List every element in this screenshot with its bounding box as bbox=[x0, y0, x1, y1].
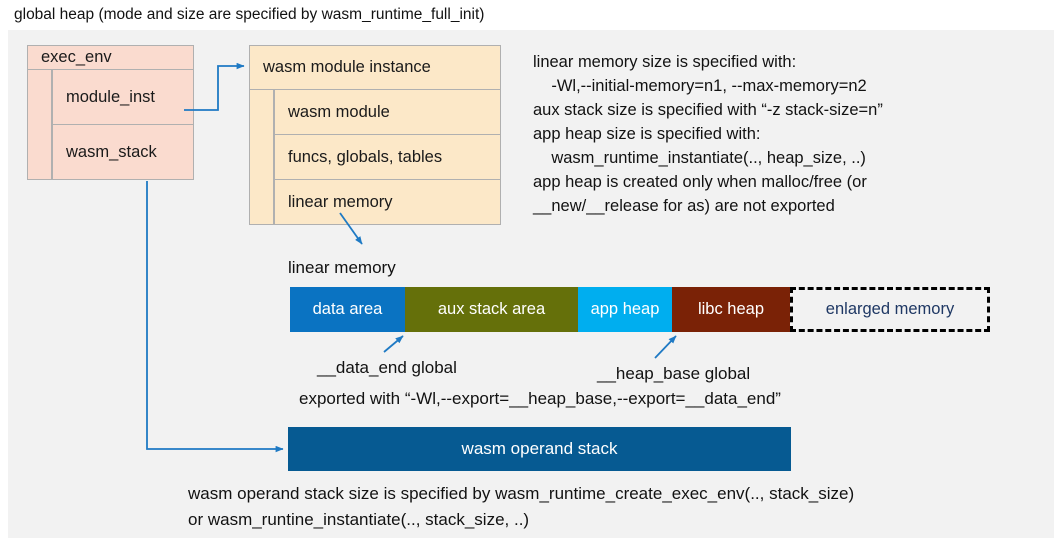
module-instance-field-wasm-module: wasm module bbox=[274, 90, 501, 135]
memory-segment-data-area: data area bbox=[290, 287, 405, 332]
memory-segment-label: app heap bbox=[590, 300, 660, 318]
memory-segment-label: enlarged memory bbox=[825, 300, 955, 318]
memory-segment-label: data area bbox=[312, 300, 383, 318]
memory-segment-enlarged-memory: enlarged memory bbox=[790, 287, 990, 332]
module-inst-label: module_inst bbox=[66, 87, 155, 106]
exec-env-box: exec_env bbox=[27, 45, 194, 70]
exec-env-left-rail bbox=[27, 70, 52, 180]
exec-env-field-wasm-stack: wasm_stack bbox=[52, 125, 194, 180]
wasm-operand-stack-box: wasm operand stack bbox=[288, 427, 791, 471]
wasm-module-label: wasm module bbox=[288, 102, 390, 121]
funcs-globals-tables-label: funcs, globals, tables bbox=[288, 147, 443, 166]
linear-memory-row-label: linear memory bbox=[288, 192, 393, 211]
memory-segment-label: aux stack area bbox=[437, 300, 546, 318]
wasm-stack-label: wasm_stack bbox=[66, 142, 157, 161]
module-instance-left-rail bbox=[249, 90, 274, 225]
page-title: global heap (mode and size are specified… bbox=[14, 6, 485, 23]
wasm-module-instance-box: wasm module instance bbox=[249, 45, 501, 90]
memory-segment-app-heap: app heap bbox=[578, 287, 672, 332]
memory-segment-libc-heap: libc heap bbox=[672, 287, 790, 332]
memory-configuration-notes: linear memory size is specified with: -W… bbox=[533, 53, 883, 215]
memory-segment-aux-stack-area: aux stack area bbox=[405, 287, 578, 332]
exec-env-field-module-inst: module_inst bbox=[52, 70, 194, 125]
linear-memory-bar: data area aux stack area app heap libc heap… bbox=[290, 287, 990, 332]
memory-segment-label: libc heap bbox=[697, 300, 765, 318]
exec-env-label: exec_env bbox=[41, 48, 112, 66]
module-instance-field-linear-memory: linear memory bbox=[274, 180, 501, 225]
wasm-operand-stack-label: wasm operand stack bbox=[461, 439, 618, 458]
module-instance-field-funcs-globals-tables: funcs, globals, tables bbox=[274, 135, 501, 180]
heap-base-callout-label: __heap_base global bbox=[597, 364, 751, 383]
data-end-callout-label: __data_end global bbox=[317, 358, 457, 377]
linear-memory-caption: linear memory bbox=[288, 258, 396, 277]
wasm-module-instance-label: wasm module instance bbox=[263, 58, 431, 76]
operand-stack-notes: wasm operand stack size is specified by … bbox=[188, 484, 855, 529]
exported-with-label: exported with “-Wl,--export=__heap_base,… bbox=[299, 389, 781, 408]
